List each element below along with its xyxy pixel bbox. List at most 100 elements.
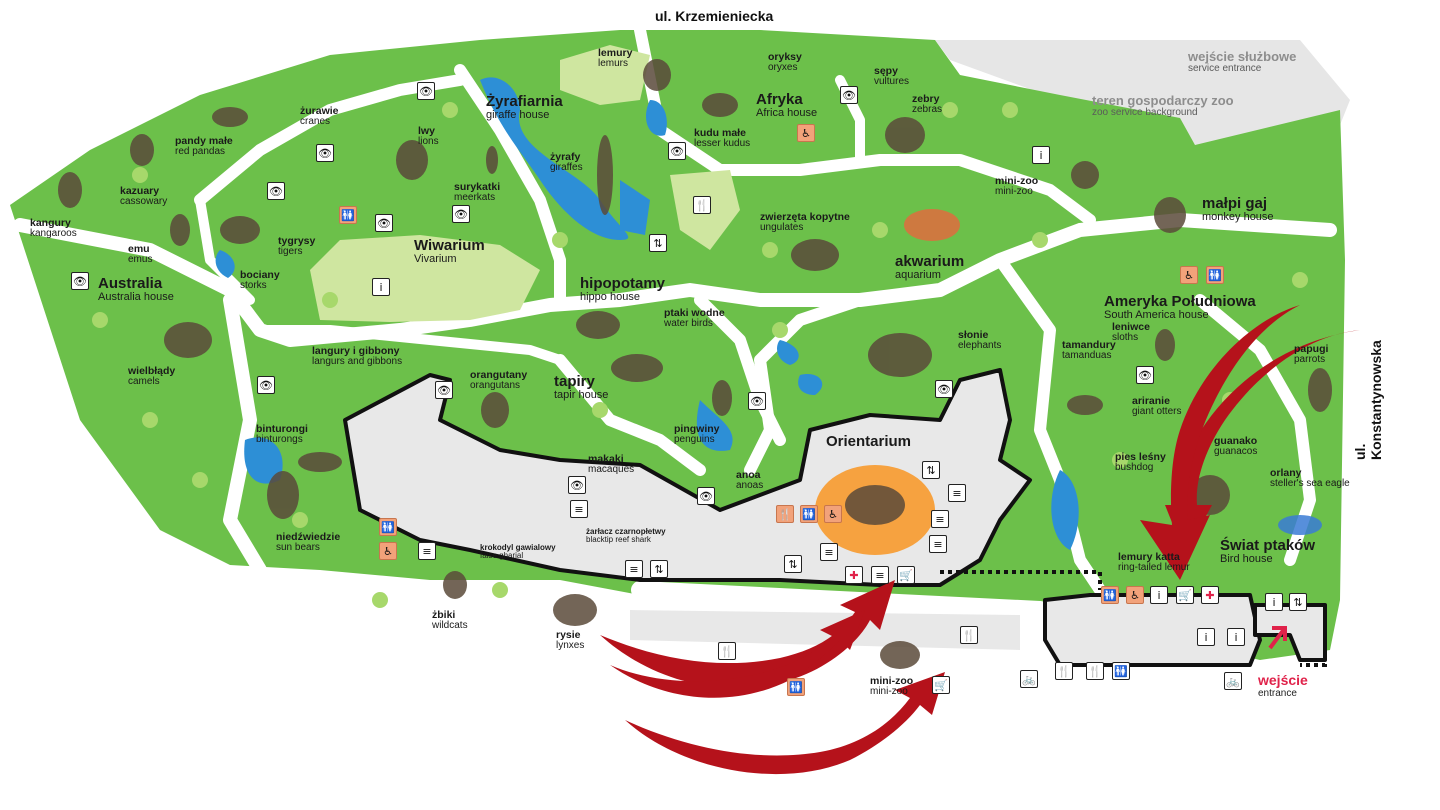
restaurant-icon[interactable]: 🍴 (776, 505, 794, 523)
elevator-icon[interactable]: ⇅ (922, 461, 940, 479)
bike-icon[interactable]: 🚲 (1224, 672, 1242, 690)
viewpoint-icon[interactable]: 👁 (935, 380, 953, 398)
viewpoint-icon[interactable]: 👁 (840, 86, 858, 104)
toilet-icon[interactable]: 🚻 (379, 518, 397, 536)
stairs-icon[interactable]: ≡ (820, 543, 838, 561)
accessible-icon[interactable]: ♿ (1126, 586, 1144, 604)
viewpoint-icon[interactable]: 👁 (452, 205, 470, 223)
viewpoint-icon[interactable]: 👁 (316, 144, 334, 162)
cart-icon[interactable]: 🛒 (897, 566, 915, 584)
viewpoint-icon[interactable]: 👁 (1136, 366, 1154, 384)
cart-icon[interactable]: 🛒 (1176, 586, 1194, 604)
accessible-icon[interactable]: ♿ (824, 505, 842, 523)
restaurant-icon[interactable]: 🍴 (1055, 662, 1073, 680)
restaurant-icon[interactable]: 🍴 (960, 626, 978, 644)
main-entrance[interactable]: wejście entrance (1258, 672, 1308, 699)
minizoo-house-icon[interactable]: i (1032, 146, 1050, 164)
accessible-icon[interactable]: ♿ (1180, 266, 1198, 284)
viewpoint-icon[interactable]: 👁 (375, 214, 393, 232)
accessible-icon[interactable]: ♿ (379, 542, 397, 560)
bike-icon[interactable]: 🚲 (1020, 670, 1038, 688)
slide-icon[interactable]: ≡ (871, 566, 889, 584)
viewpoint-icon[interactable]: 👁 (668, 142, 686, 160)
lock-icon[interactable]: i (1227, 628, 1245, 646)
cart-icon[interactable]: 🛒 (932, 676, 950, 694)
viewpoint-icon[interactable]: 👁 (568, 476, 586, 494)
toilet-icon[interactable]: 🚻 (1112, 662, 1130, 680)
viewpoint-icon[interactable]: 👁 (417, 82, 435, 100)
first-aid-icon[interactable]: ✚ (1201, 586, 1219, 604)
elevator-icon[interactable]: ⇅ (784, 555, 802, 573)
elevator-icon[interactable]: ⇅ (1289, 593, 1307, 611)
elevator-icon[interactable]: ⇅ (650, 560, 668, 578)
stairs-icon[interactable]: ≡ (625, 560, 643, 578)
stairs-icon[interactable]: ≡ (931, 510, 949, 528)
info-icon[interactable]: i (1197, 628, 1215, 646)
viewpoint-icon[interactable]: 👁 (748, 392, 766, 410)
elevator-icon[interactable]: ⇅ (649, 234, 667, 252)
stairs-icon[interactable]: ≡ (948, 484, 966, 502)
toilet-icon[interactable]: 🚻 (787, 678, 805, 696)
book-icon[interactable]: i (1150, 586, 1168, 604)
toilet-icon[interactable]: 🚻 (1101, 586, 1119, 604)
restaurant-icon[interactable]: 🍴 (1086, 662, 1104, 680)
viewpoint-icon[interactable]: 👁 (257, 376, 275, 394)
toilet-icon[interactable]: 🚻 (800, 505, 818, 523)
stairs-icon[interactable]: ≡ (929, 535, 947, 553)
label-orientarium[interactable]: Orientarium (826, 434, 911, 450)
info-icon[interactable]: i (1265, 593, 1283, 611)
first-aid-icon[interactable]: ✚ (845, 566, 863, 584)
stairs-icon[interactable]: ≡ (418, 542, 436, 560)
accessible-icon[interactable]: ♿ (797, 124, 815, 142)
toilet-icon[interactable]: 🚻 (1206, 266, 1224, 284)
viewpoint-icon[interactable]: 👁 (435, 381, 453, 399)
stairs-icon[interactable]: ≡ (570, 500, 588, 518)
